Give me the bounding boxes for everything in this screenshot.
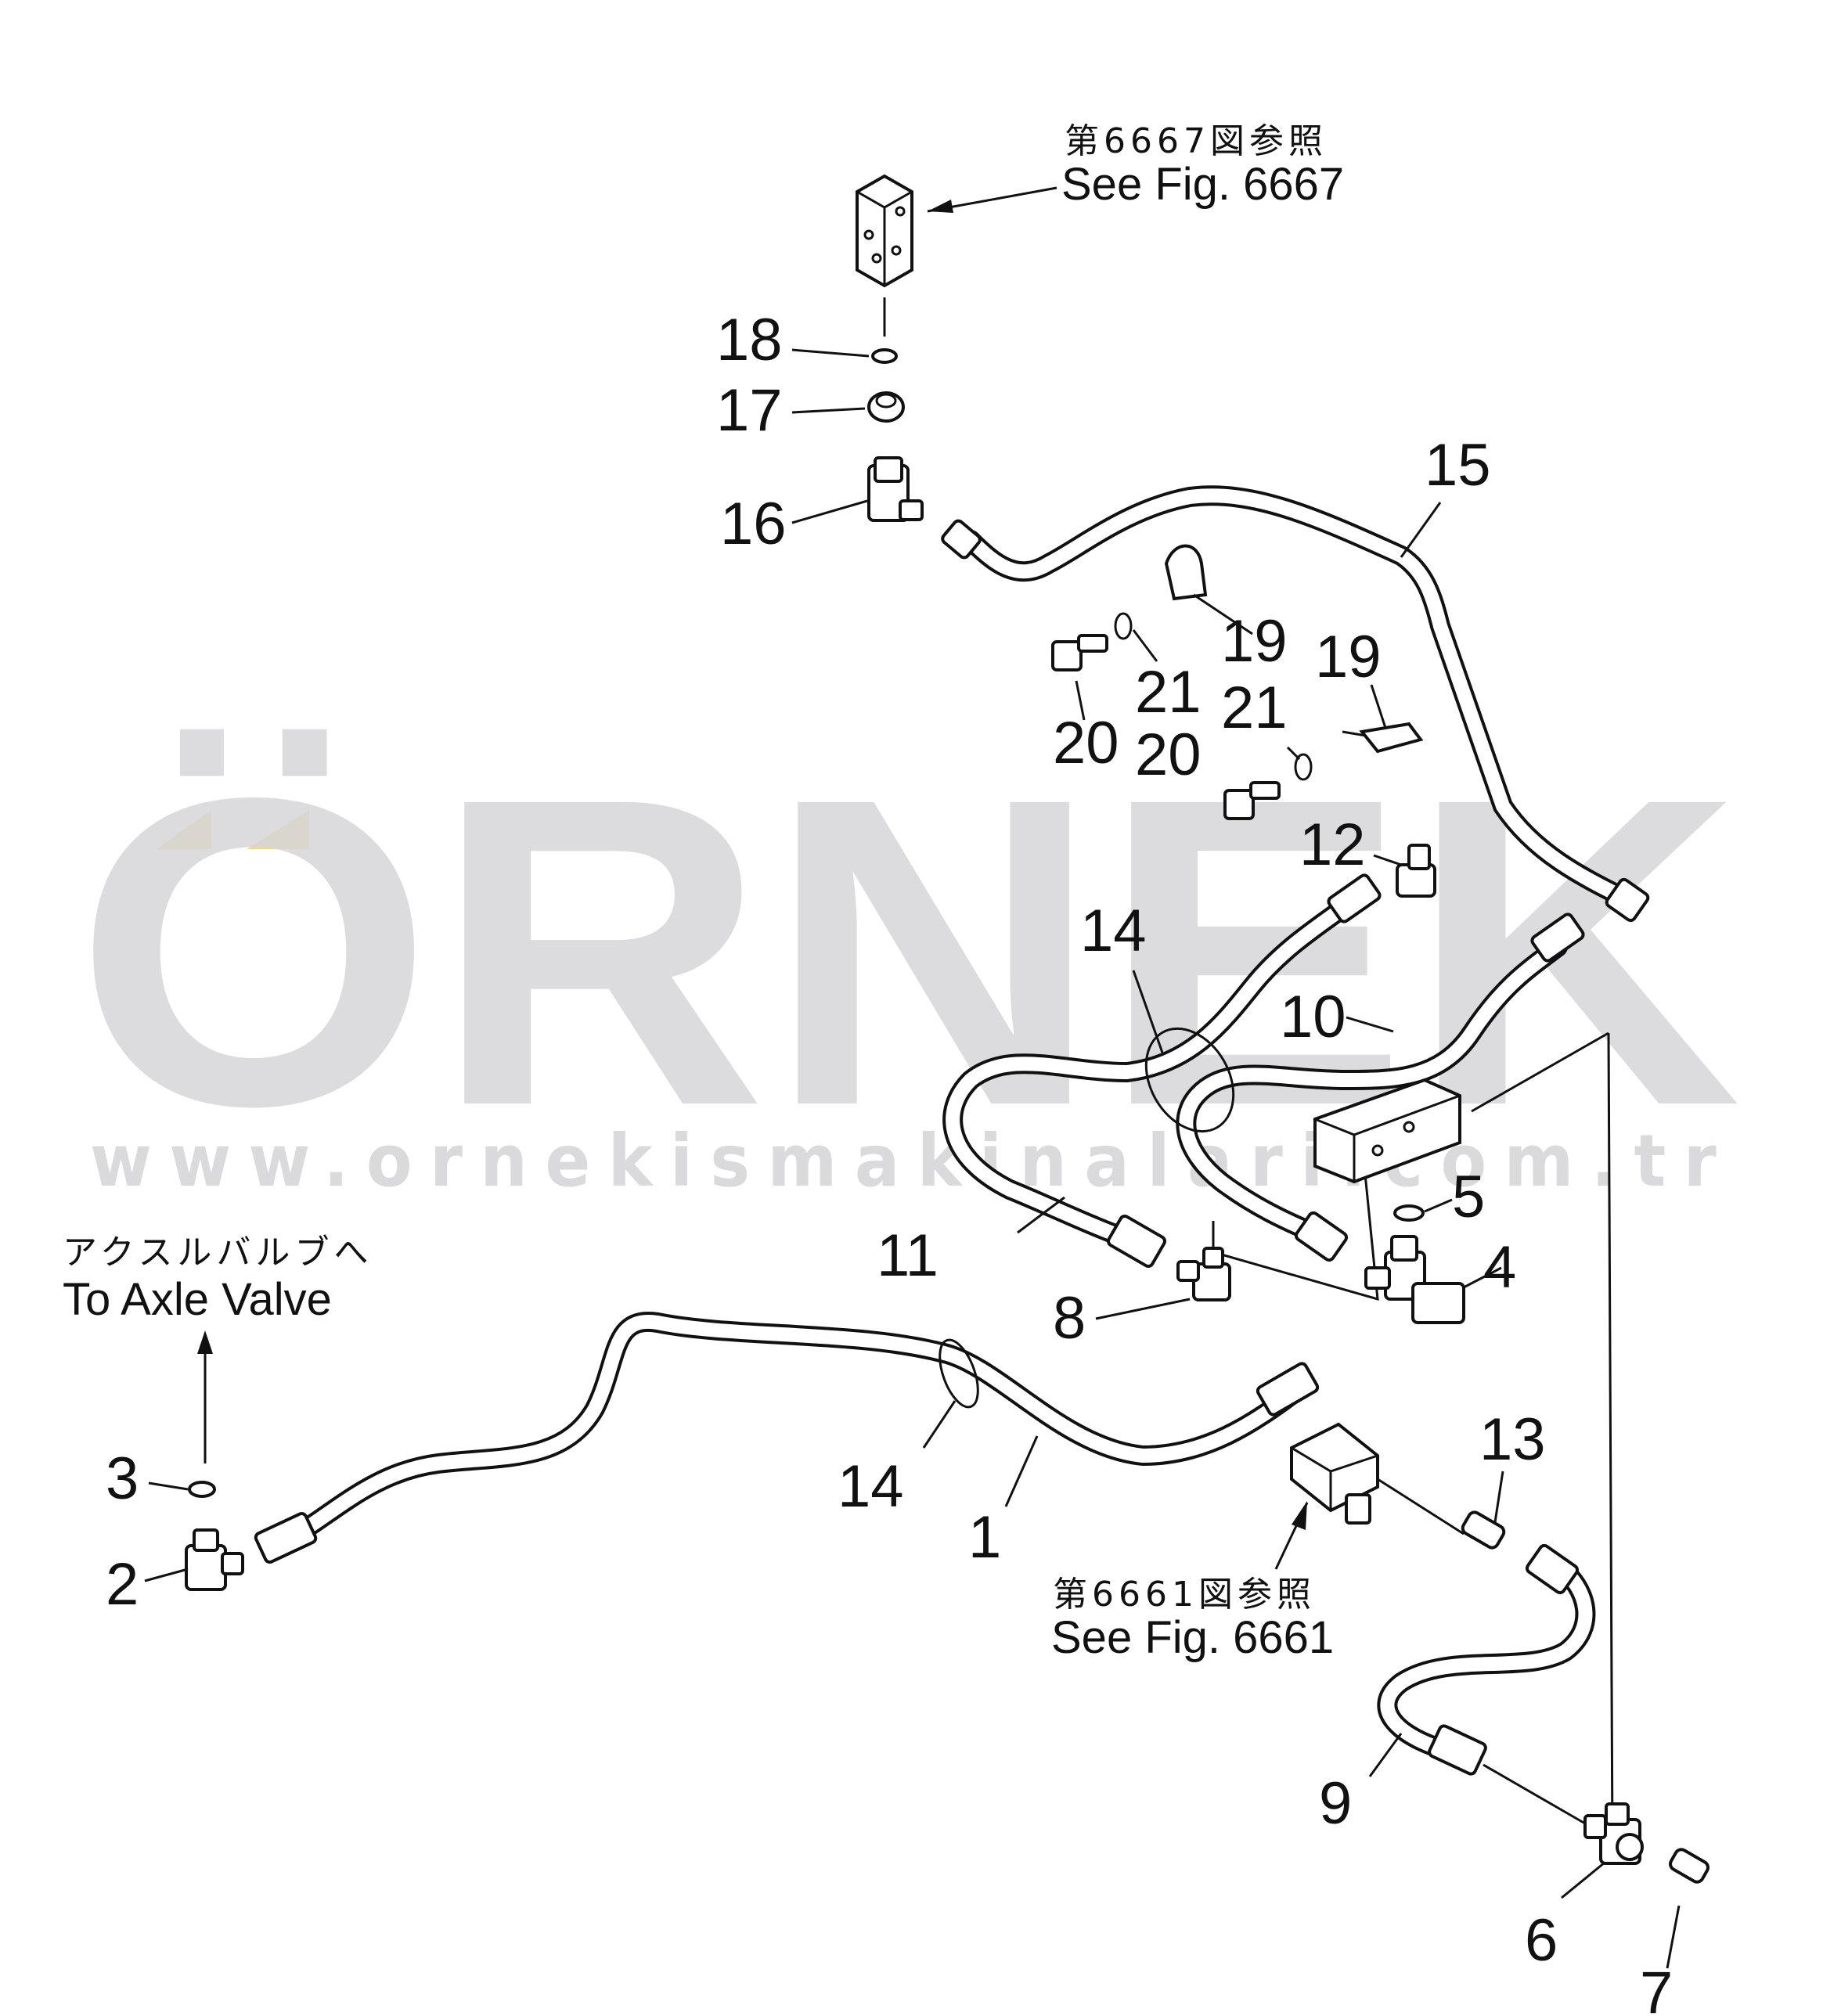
ref-axle-jp: アクスルバルブへ <box>63 1233 373 1273</box>
label-part-9: 9 <box>1319 1770 1352 1837</box>
arrow-fig6667-head <box>928 200 953 213</box>
washer-21-upper <box>1114 612 1133 640</box>
label-part-13: 13 <box>1479 1406 1546 1473</box>
elbow-2 <box>185 1528 244 1591</box>
hose-1-fitting-right <box>1256 1362 1320 1417</box>
hose-10-fitting-top <box>1530 913 1585 963</box>
reference-line-valve-to-6 <box>1607 1032 1614 1848</box>
reference-line-8 <box>1212 1142 1379 1301</box>
clip-19-upper <box>1164 544 1208 601</box>
plug-7 <box>1669 1848 1710 1884</box>
label-part-16: 16 <box>720 491 787 557</box>
reference-line-valve-block <box>1471 1031 1609 1113</box>
label-part-2: 2 <box>106 1551 139 1618</box>
hose-11-fitting-top <box>1327 873 1382 923</box>
label-part-14-upper: 14 <box>1080 898 1147 964</box>
label-part-8: 8 <box>1053 1285 1086 1352</box>
watermark: ÖRNEK www.ornekismakinalari.com.tr <box>74 707 1742 1203</box>
label-part-10: 10 <box>1280 984 1346 1050</box>
label-part-11: 11 <box>877 1222 939 1289</box>
washer-21-lower <box>1294 753 1313 781</box>
valve-block-fig6667 <box>856 174 913 288</box>
label-part-17: 17 <box>716 377 783 444</box>
block-fig6661 <box>1290 1422 1379 1525</box>
label-part-21-upper: 21 <box>1135 659 1202 725</box>
hose-1 <box>254 1311 1320 1564</box>
elbow-12 <box>1396 844 1436 898</box>
tee-6 <box>1583 1802 1644 1865</box>
oring-18 <box>871 348 898 364</box>
elbow-16 <box>867 456 924 522</box>
leader-lines <box>144 348 1681 1969</box>
label-part-4: 4 <box>1483 1234 1516 1301</box>
valve-block-10 <box>1313 1078 1461 1184</box>
hose-9-to-tee-6 <box>1483 1763 1586 1825</box>
hose-10 <box>1176 913 1585 1262</box>
ref-fig6661-jp: 第6661図参照 <box>1053 1575 1316 1615</box>
label-part-1: 1 <box>968 1504 1001 1571</box>
oring-5 <box>1393 1204 1425 1222</box>
hose-9-fitting-bottom <box>1428 1724 1487 1776</box>
clip-19-lower <box>1359 722 1424 754</box>
ref-fig6667-jp: 第6667図参照 <box>1065 121 1328 161</box>
label-part-15: 15 <box>1425 432 1491 499</box>
clamp-14-lower <box>939 1338 979 1409</box>
oring-3 <box>188 1481 216 1498</box>
ref-fig6661-en: See Fig. 6661 <box>1051 1612 1334 1663</box>
watermark-accent-mark-right <box>247 810 309 849</box>
label-part-7: 7 <box>1640 1960 1673 2016</box>
ref-axle-en: To Axle Valve <box>63 1274 332 1325</box>
pipe-15-nut-top <box>941 519 982 560</box>
bolt-20-lower <box>1223 781 1281 820</box>
tee-4 <box>1364 1235 1465 1324</box>
label-part-20-upper: 20 <box>1053 710 1119 776</box>
part-labels: 18 17 16 15 19 19 21 21 20 20 12 14 10 5… <box>106 307 1673 2016</box>
label-part-12: 12 <box>1299 812 1366 878</box>
bolt-20-upper <box>1051 634 1108 671</box>
watermark-url: www.ornekismakinalari.com.tr <box>90 1119 1734 1203</box>
connector-13 <box>1461 1510 1506 1550</box>
block-fig6661-to-13 <box>1377 1478 1465 1535</box>
label-part-19-upper: 19 <box>1221 608 1288 675</box>
label-part-3: 3 <box>106 1445 139 1512</box>
label-part-18: 18 <box>716 307 783 373</box>
hose-9-fitting-top <box>1525 1543 1580 1595</box>
hose-1-fitting-left <box>254 1512 318 1564</box>
arrow-fig6661-head <box>1292 1501 1307 1530</box>
elbow-8 <box>1176 1247 1231 1301</box>
hose-9 <box>1377 1543 1596 1776</box>
hose-11 <box>942 873 1382 1268</box>
label-part-5: 5 <box>1452 1164 1485 1230</box>
label-part-14-lower: 14 <box>838 1453 904 1520</box>
arrow-axle-head <box>197 1330 213 1354</box>
watermark-accent-mark-left <box>157 810 211 849</box>
ref-fig6667-en: See Fig. 6667 <box>1061 159 1344 210</box>
label-part-19-lower: 19 <box>1315 624 1382 690</box>
watermark-brand: ÖRNEK <box>74 707 1742 1197</box>
nut-17 <box>867 391 905 423</box>
label-part-21-lower: 21 <box>1221 675 1288 741</box>
hose-10-fitting-bottom <box>1294 1211 1349 1262</box>
label-part-20-lower: 20 <box>1135 722 1202 788</box>
clamp-14-upper <box>1144 1027 1235 1133</box>
pipe-15-elbow-end <box>1605 877 1650 923</box>
hose-11-fitting-bottom <box>1106 1215 1167 1268</box>
pipe-15 <box>941 485 1650 923</box>
label-part-6: 6 <box>1525 1907 1558 1974</box>
